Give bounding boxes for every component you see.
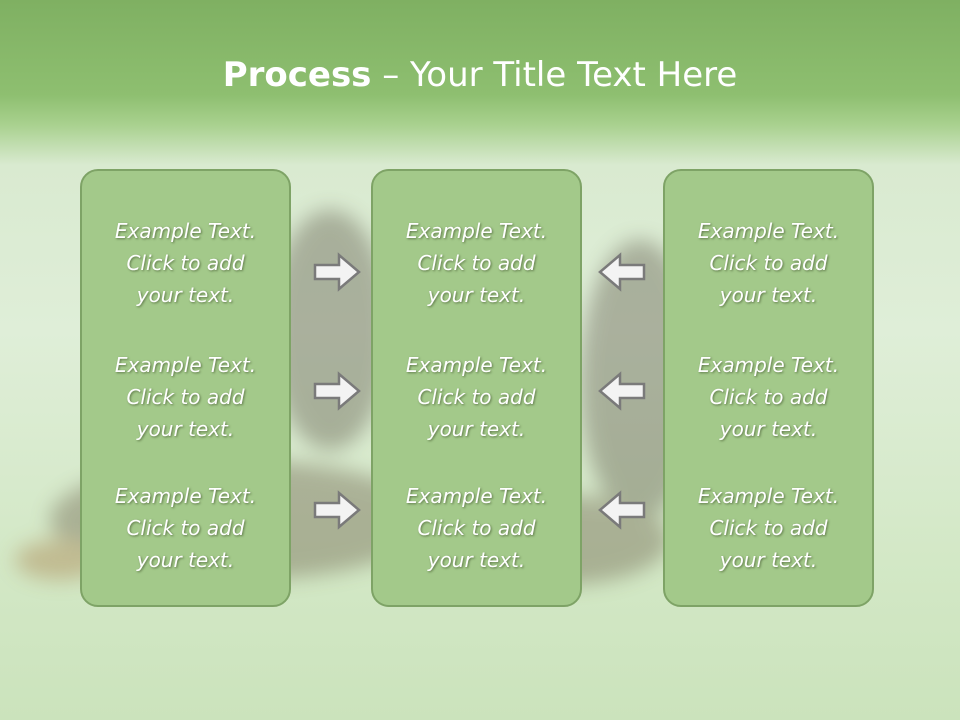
placeholder-line: your text.: [427, 283, 526, 307]
placeholder-text[interactable]: Example Text. Click to add your text.: [665, 349, 872, 445]
placeholder-text[interactable]: Example Text. Click to add your text.: [373, 480, 580, 576]
process-panel-right[interactable]: Example Text. Click to add your text. Ex…: [663, 169, 874, 607]
placeholder-line: your text.: [136, 548, 235, 572]
placeholder-text[interactable]: Example Text. Click to add your text.: [82, 480, 289, 576]
slide-title[interactable]: Process – Your Title Text Here: [0, 52, 960, 98]
placeholder-line: Example Text.: [405, 219, 548, 243]
process-panel-center[interactable]: Example Text. Click to add your text. Ex…: [371, 169, 582, 607]
arrow-left-icon[interactable]: [596, 252, 646, 292]
placeholder-line: your text.: [427, 548, 526, 572]
slide-title-rest: – Your Title Text Here: [371, 55, 738, 95]
placeholder-line: Click to add: [417, 251, 536, 275]
placeholder-line: Click to add: [417, 516, 536, 540]
placeholder-line: Click to add: [126, 251, 245, 275]
placeholder-line: Example Text.: [114, 484, 257, 508]
placeholder-text[interactable]: Example Text. Click to add your text.: [82, 215, 289, 311]
placeholder-line: your text.: [427, 417, 526, 441]
placeholder-line: Click to add: [126, 385, 245, 409]
arrow-right-icon[interactable]: [313, 490, 363, 530]
placeholder-line: Example Text.: [405, 353, 548, 377]
placeholder-line: Click to add: [417, 385, 536, 409]
placeholder-line: Example Text.: [697, 353, 840, 377]
placeholder-line: Example Text.: [697, 484, 840, 508]
placeholder-line: Example Text.: [114, 353, 257, 377]
placeholder-line: your text.: [719, 548, 818, 572]
placeholder-line: Example Text.: [405, 484, 548, 508]
slide-title-bold: Process: [222, 55, 372, 95]
placeholder-line: Click to add: [126, 516, 245, 540]
arrow-right-icon[interactable]: [313, 371, 363, 411]
placeholder-text[interactable]: Example Text. Click to add your text.: [373, 215, 580, 311]
placeholder-line: Example Text.: [114, 219, 257, 243]
placeholder-text[interactable]: Example Text. Click to add your text.: [665, 215, 872, 311]
placeholder-text[interactable]: Example Text. Click to add your text.: [82, 349, 289, 445]
placeholder-line: Example Text.: [697, 219, 840, 243]
arrow-left-icon[interactable]: [596, 371, 646, 411]
placeholder-text[interactable]: Example Text. Click to add your text.: [665, 480, 872, 576]
placeholder-line: Click to add: [709, 251, 828, 275]
placeholder-line: Click to add: [709, 385, 828, 409]
placeholder-text[interactable]: Example Text. Click to add your text.: [373, 349, 580, 445]
process-panel-left[interactable]: Example Text. Click to add your text. Ex…: [80, 169, 291, 607]
arrow-right-icon[interactable]: [313, 252, 363, 292]
placeholder-line: your text.: [136, 417, 235, 441]
placeholder-line: your text.: [719, 417, 818, 441]
placeholder-line: Click to add: [709, 516, 828, 540]
placeholder-line: your text.: [136, 283, 235, 307]
placeholder-line: your text.: [719, 283, 818, 307]
arrow-left-icon[interactable]: [596, 490, 646, 530]
